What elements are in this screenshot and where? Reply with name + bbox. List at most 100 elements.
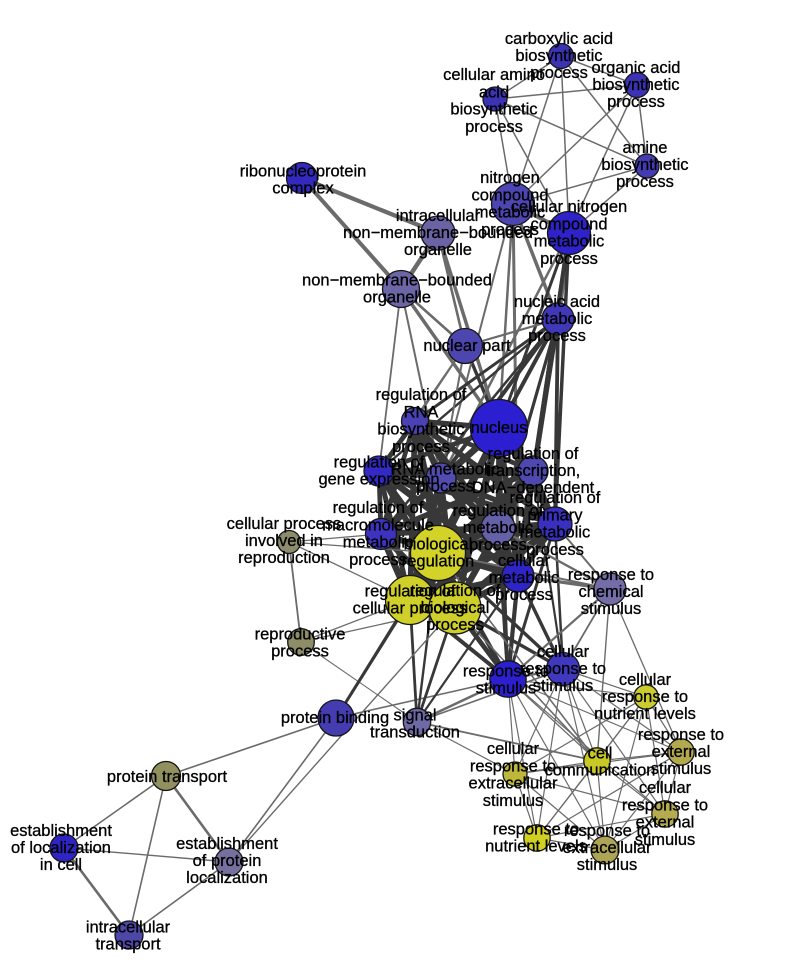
svg-text:complex: complex (272, 180, 334, 198)
svg-text:reproductive: reproductive (255, 625, 346, 643)
svg-text:establishment: establishment (10, 822, 112, 840)
svg-text:biosynthetic: biosynthetic (601, 156, 688, 174)
svg-text:protein transport: protein transport (107, 768, 228, 786)
svg-text:process: process (469, 536, 527, 554)
svg-text:nucleic acid: nucleic acid (514, 293, 600, 311)
svg-text:extracellular: extracellular (563, 839, 652, 857)
svg-text:stimulus: stimulus (476, 680, 537, 698)
svg-text:stimulus: stimulus (581, 600, 642, 618)
svg-text:metabolic: metabolic (520, 524, 591, 542)
svg-text:cell: cell (588, 744, 613, 762)
svg-text:biosynthetic: biosynthetic (515, 47, 602, 65)
svg-text:stimulus: stimulus (635, 831, 696, 849)
svg-text:response to: response to (463, 662, 549, 680)
svg-text:regulation of: regulation of (453, 502, 544, 520)
svg-text:process: process (465, 118, 523, 136)
svg-text:process: process (530, 64, 588, 82)
svg-text:response to: response to (622, 796, 708, 814)
svg-text:cellular process: cellular process (353, 600, 468, 618)
svg-text:response to: response to (493, 820, 579, 838)
svg-text:macromolecule: macromolecule (322, 516, 434, 534)
svg-text:process: process (481, 221, 539, 239)
svg-text:response to: response to (564, 822, 650, 840)
svg-text:response to: response to (638, 726, 724, 744)
svg-text:transduction: transduction (370, 724, 460, 742)
svg-text:involved in: involved in (245, 532, 323, 550)
svg-text:transport: transport (95, 936, 161, 954)
svg-text:localization: localization (186, 869, 268, 887)
svg-text:process: process (349, 551, 407, 569)
svg-text:gene expression: gene expression (318, 471, 439, 489)
svg-text:cellular: cellular (498, 552, 551, 570)
svg-text:nuclear part: nuclear part (423, 337, 511, 355)
svg-text:chemical: chemical (578, 583, 643, 601)
svg-text:biological: biological (404, 535, 473, 553)
svg-text:amine: amine (623, 139, 668, 157)
svg-text:cellular: cellular (487, 740, 540, 758)
svg-text:cellular amino: cellular amino (443, 66, 545, 84)
svg-text:response to: response to (568, 566, 654, 584)
svg-text:response to: response to (470, 757, 556, 775)
svg-text:regulation of: regulation of (410, 582, 501, 600)
svg-text:nitrogen: nitrogen (480, 169, 540, 187)
svg-text:metabolic: metabolic (343, 534, 414, 552)
svg-text:primary: primary (527, 506, 583, 524)
svg-text:biosynthetic: biosynthetic (592, 76, 679, 94)
svg-text:cellular: cellular (537, 643, 590, 661)
svg-text:cellular process: cellular process (227, 515, 342, 533)
svg-text:regulation: regulation (402, 553, 474, 571)
svg-text:metabolic: metabolic (522, 310, 593, 328)
svg-text:intracellular: intracellular (86, 918, 171, 936)
svg-text:of protein: of protein (193, 852, 262, 870)
svg-text:compound: compound (530, 215, 607, 233)
svg-text:process: process (528, 327, 586, 345)
svg-text:process: process (271, 643, 329, 661)
svg-text:biosynthetic: biosynthetic (377, 421, 464, 439)
svg-text:metabolic: metabolic (463, 519, 534, 537)
svg-text:biosynthetic: biosynthetic (450, 101, 537, 119)
svg-text:process: process (426, 616, 484, 634)
svg-text:regulation of: regulation of (365, 582, 456, 600)
svg-text:RNA: RNA (404, 403, 439, 421)
svg-text:intracellular: intracellular (396, 207, 481, 225)
svg-text:process: process (392, 438, 450, 456)
svg-text:signal: signal (393, 706, 436, 724)
svg-text:stimulus: stimulus (533, 677, 594, 695)
svg-text:process: process (526, 541, 584, 559)
svg-text:communication: communication (545, 762, 656, 780)
svg-text:cellular nitrogen: cellular nitrogen (511, 198, 627, 216)
svg-text:regulation of: regulation of (376, 386, 467, 404)
svg-text:cellular: cellular (639, 779, 692, 797)
svg-text:organelle: organelle (404, 241, 472, 259)
svg-text:nutrient levels: nutrient levels (594, 705, 696, 723)
svg-text:metabolic: metabolic (534, 233, 605, 251)
svg-text:non−membrane−bounded: non−membrane−bounded (302, 271, 492, 289)
svg-text:stimulus: stimulus (483, 792, 544, 810)
svg-text:response to: response to (520, 660, 606, 678)
svg-text:process: process (616, 173, 674, 191)
svg-text:regulation of: regulation of (488, 445, 579, 463)
svg-text:in cell: in cell (40, 856, 82, 874)
svg-text:biological: biological (421, 599, 490, 617)
svg-text:organelle: organelle (363, 289, 431, 307)
svg-text:organic acid: organic acid (592, 59, 681, 77)
svg-text:regulation of: regulation of (333, 499, 424, 517)
svg-text:regulation of: regulation of (334, 453, 425, 471)
svg-text:nutrient levels: nutrient levels (485, 838, 587, 856)
svg-text:DNA−dependent: DNA−dependent (472, 479, 595, 497)
svg-text:external: external (636, 814, 695, 832)
svg-text:process: process (416, 478, 474, 496)
svg-text:compound: compound (471, 186, 548, 204)
svg-text:regulation of: regulation of (510, 489, 601, 507)
svg-text:stimulus: stimulus (651, 760, 712, 778)
svg-text:cellular: cellular (619, 671, 672, 689)
svg-text:acid: acid (479, 83, 509, 101)
svg-text:external: external (652, 743, 711, 761)
svg-text:establishment: establishment (176, 835, 278, 853)
svg-text:process: process (540, 250, 598, 268)
svg-text:carboxylic acid: carboxylic acid (505, 30, 613, 48)
svg-text:ribonucleoprotein: ribonucleoprotein (240, 162, 367, 180)
svg-text:of localization: of localization (11, 839, 111, 857)
svg-text:process: process (607, 93, 665, 111)
svg-text:metabolic: metabolic (475, 204, 546, 222)
